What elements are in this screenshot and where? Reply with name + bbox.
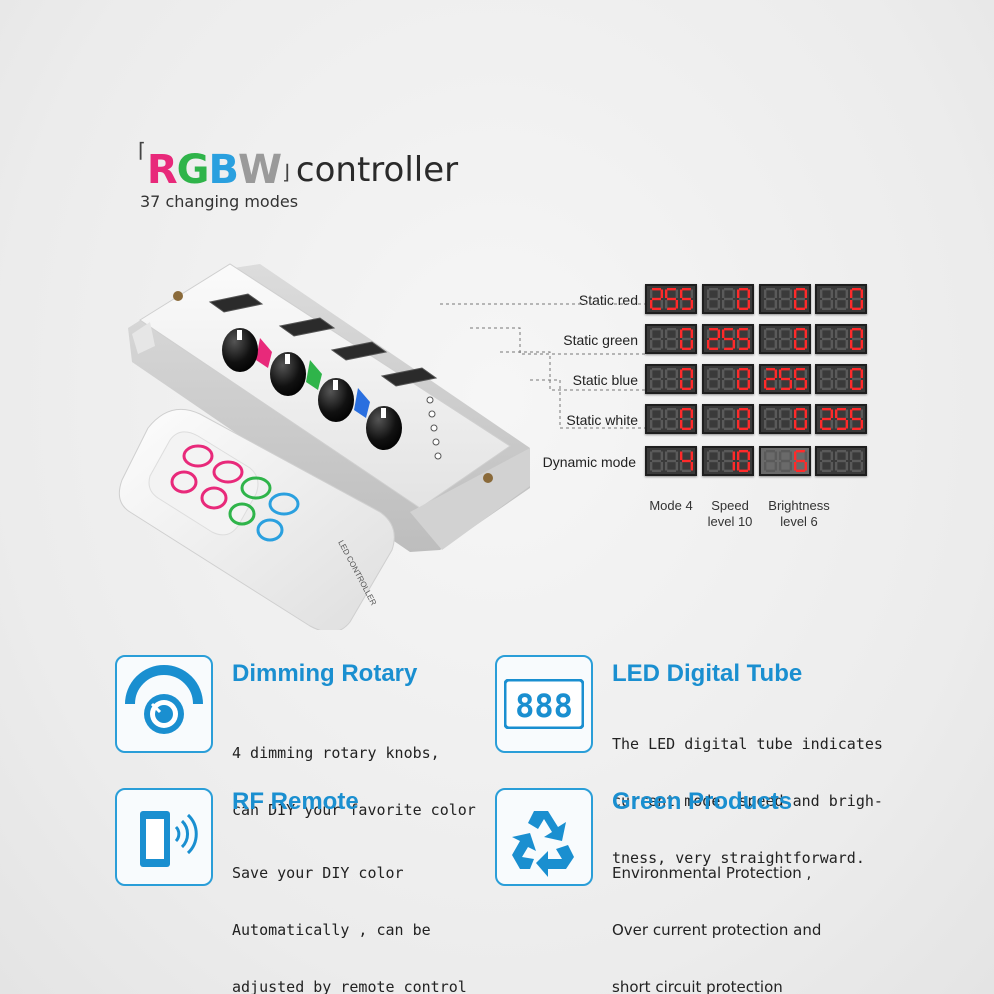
feature-line: Save your DIY color [232, 864, 404, 882]
remote-buttons [170, 444, 300, 542]
mode-row-label: Static green [563, 332, 638, 348]
feature-icon-dimming [115, 655, 213, 753]
digital-tube [645, 364, 697, 394]
device-display-windows [208, 293, 438, 387]
digital-tube [645, 404, 697, 434]
digital-tube [759, 324, 811, 354]
digital-tube [759, 284, 811, 314]
digital-tube [815, 324, 867, 354]
feature-title-green: Green Products [612, 788, 793, 815]
feature-line: Over current protection and [612, 921, 822, 939]
feature-title-dimming: Dimming Rotary [232, 660, 418, 687]
feature-line: short circuit protection [612, 978, 783, 994]
rotary-dial-icon [125, 665, 203, 734]
digital-tube [645, 284, 697, 314]
digital-tube [815, 404, 867, 434]
feature-text-led: The LED digital tube indicates current m… [612, 697, 883, 887]
mode-row-label: Static red [578, 292, 638, 308]
digital-tube [815, 364, 867, 394]
digital-tube [759, 364, 811, 394]
device-knobs [222, 328, 402, 450]
feature-text-rf: Save your DIY color Automatically , can … [232, 826, 467, 994]
title-letter-g: G [176, 147, 210, 193]
feature-text-dimming: 4 dimming rotary knobs, can DIY your fav… [232, 706, 476, 839]
feature-icon-green [495, 788, 593, 886]
digital-tube [759, 404, 811, 434]
wireless-remote-icon [140, 811, 198, 867]
feature-text-green: Environmental Protection , Over current … [612, 826, 821, 994]
digital-tube [702, 324, 754, 354]
digital-display-icon: 888 [504, 679, 584, 729]
feature-title-led: LED Digital Tube [612, 660, 803, 687]
digital-tube [702, 446, 754, 476]
title-letter-r: R [146, 147, 178, 193]
feature-line: The LED digital tube indicates [612, 735, 883, 753]
feature-line: current mode, speed and brigh- [612, 792, 883, 810]
controller-body [128, 263, 530, 552]
mode-table-leader-lines [440, 303, 645, 429]
digital-tube [759, 446, 811, 476]
title-letter-b: B [208, 147, 238, 193]
feature-title-rf: RF Remote [232, 788, 359, 815]
digital-tube [645, 324, 697, 354]
digital-tube [702, 284, 754, 314]
remote-control: LED CONTROLLER [118, 408, 395, 630]
title-controller: controller [295, 150, 459, 190]
feature-icon-led: 888 [495, 655, 593, 753]
mode-caption: Mode 4 [649, 498, 693, 513]
feature-line: can DIY your favorite color [232, 801, 476, 819]
device-terminals [426, 396, 442, 460]
digital-tube [702, 404, 754, 434]
mode-row-label: Static blue [572, 372, 638, 388]
feature-line: Environmental Protection , [612, 864, 812, 882]
title-rgbw: RGBW [146, 147, 282, 193]
page-title: ⌈ RGBW ⌋ controller [138, 140, 458, 190]
feature-line: adjusted by remote control [232, 978, 467, 994]
digital-tube [815, 446, 867, 476]
feature-icon-rf [115, 788, 213, 886]
controller-illustration: LED CONTROLLER [118, 263, 530, 630]
title-bracket-right: ⌋ [282, 160, 290, 184]
digital-tube [815, 284, 867, 314]
digital-tube [702, 364, 754, 394]
title-letter-w: W [237, 147, 282, 193]
feature-line: 4 dimming rotary knobs, [232, 744, 440, 762]
feature-line: tness, very straightforward. [612, 849, 865, 867]
mode-row-label: Static white [566, 412, 638, 428]
digital-tube [645, 446, 697, 476]
title-bracket-left: ⌈ [138, 138, 146, 162]
feature-line: Automatically , can be [232, 921, 431, 939]
mode-row-label: Dynamic mode [542, 454, 636, 470]
recycle-icon [512, 811, 574, 877]
page-subtitle: 37 changing modes [140, 192, 299, 211]
display-icon-digits: 888 [515, 687, 573, 725]
